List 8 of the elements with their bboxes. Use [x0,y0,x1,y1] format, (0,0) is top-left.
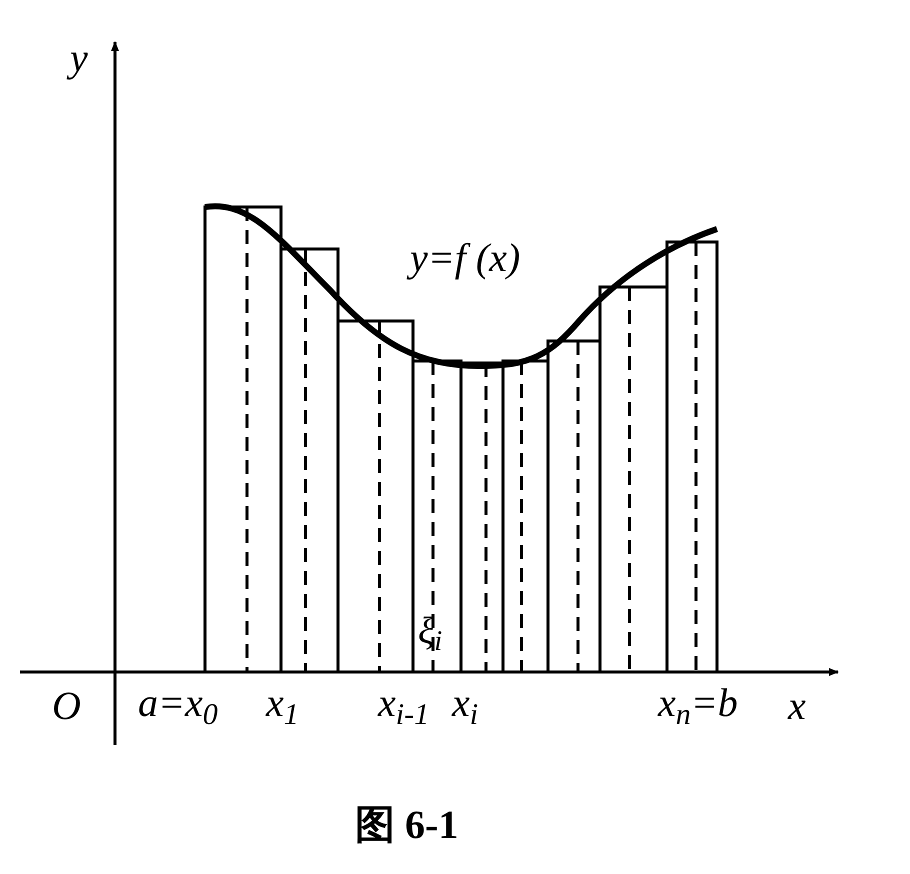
origin-label: O [52,686,81,726]
endpoint-label: a=x$_{0}$ [138,683,218,723]
point-label: x$_{i}$ [452,683,478,723]
point-label: x$_{1}$ [266,683,299,723]
point-label: x$_{i-1}$ [378,683,430,723]
figure-caption: 图 6-1 [355,805,458,845]
endpoint-label: x$_{n}$=b [658,683,738,723]
axis-label: x [788,686,806,726]
